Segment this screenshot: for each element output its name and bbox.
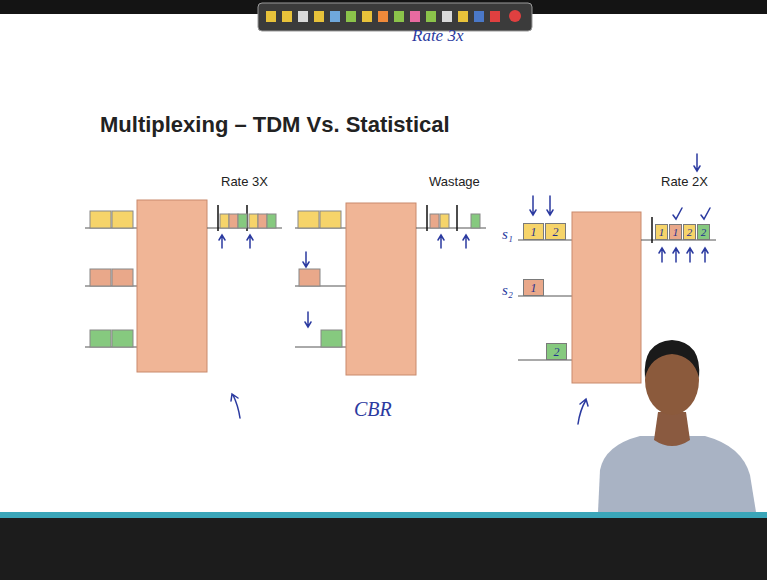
cbr-diagram: [295, 203, 486, 375]
pen-arrow: [659, 248, 665, 262]
pen-arrow: [578, 399, 588, 424]
tool-icon: [426, 11, 436, 22]
presenter-hair: [645, 340, 700, 378]
pen-arrow: [547, 196, 553, 215]
packet: [90, 330, 111, 347]
pen-arrow: [694, 154, 700, 171]
packet-box: 2: [546, 343, 567, 360]
tool-icon: [442, 11, 452, 22]
presenter-shirt: [598, 436, 756, 512]
tool-icon: [330, 11, 340, 22]
multiplexer: [137, 200, 207, 372]
pen-tick: [673, 208, 682, 219]
packet: [298, 211, 319, 228]
tdm-diagram: [85, 200, 282, 418]
tool-icon: [378, 11, 388, 22]
packet: [112, 269, 133, 286]
tool-icon: [298, 11, 308, 22]
packet-number: 1: [659, 227, 665, 238]
source-label: s₂: [502, 282, 513, 299]
packet-number: 1: [673, 227, 679, 238]
tool-icon: [509, 10, 521, 22]
pen-arrow: [231, 394, 240, 418]
packet: [112, 211, 133, 228]
tool-icon: [458, 11, 468, 22]
packet-number: 1: [531, 282, 537, 294]
multiplexer: [572, 212, 641, 383]
packet: [90, 211, 111, 228]
packet: [112, 330, 133, 347]
packet: [229, 214, 238, 228]
packet-number: 2: [701, 227, 707, 238]
pen-arrow: [303, 252, 309, 267]
pen-arrow: [687, 248, 693, 262]
toolbar-icons: [266, 10, 521, 22]
packet: [267, 214, 276, 228]
packet-box: 1: [523, 223, 544, 240]
tool-icon: [362, 11, 372, 22]
tool-icon: [474, 11, 484, 22]
source-label: s₁: [502, 226, 513, 243]
packet-number: 1: [531, 226, 537, 238]
toolbar: [258, 3, 532, 31]
packet: [299, 269, 320, 286]
packet-number: 2: [553, 226, 559, 238]
frame-bar: [217, 205, 219, 231]
tool-icon: [282, 11, 292, 22]
pen-tick: [701, 208, 710, 219]
packet: [220, 214, 229, 228]
statistical-diagram: [518, 154, 716, 424]
packet: [90, 269, 111, 286]
tool-icon: [490, 11, 500, 22]
packet: [258, 214, 267, 228]
pen-arrow: [530, 196, 536, 215]
frame-bar: [651, 217, 653, 243]
packet: [440, 214, 449, 228]
packet-box: 2: [697, 224, 710, 240]
pen-arrow: [305, 312, 311, 327]
packet-number: 2: [687, 227, 693, 238]
pen-arrow: [438, 235, 444, 248]
pen-arrow: [702, 248, 708, 262]
packet: [238, 214, 247, 228]
pen-arrow: [247, 235, 253, 248]
pen-arrow: [673, 248, 679, 262]
presenter-neck: [654, 412, 690, 446]
rate-label: Rate 2X: [661, 175, 708, 189]
packet: [321, 330, 342, 347]
packet: [430, 214, 439, 228]
packet: [471, 214, 480, 228]
presenter: [598, 340, 756, 512]
pen-marks: [219, 235, 253, 418]
tool-icon: [266, 11, 276, 22]
packet: [249, 214, 258, 228]
slide-title: Multiplexing – TDM Vs. Statistical: [100, 112, 450, 138]
tool-icon: [410, 11, 420, 22]
packet-box: 1: [669, 224, 682, 240]
pen-arrow: [463, 235, 469, 248]
tool-icon: [394, 11, 404, 22]
handwritten-note: CBR: [354, 398, 392, 420]
tool-icon: [346, 11, 356, 22]
tool-icon: [314, 11, 324, 22]
handwritten-note: Rate 3x: [412, 27, 463, 46]
bottom-bar: [0, 518, 767, 580]
frame-bar: [456, 205, 458, 231]
packet-box: 1: [523, 279, 544, 296]
packet-box: 2: [683, 224, 696, 240]
rate-label: Rate 3X: [221, 175, 268, 189]
packet-number: 2: [554, 346, 560, 358]
packet-box: 2: [545, 223, 566, 240]
packet: [320, 211, 341, 228]
pen-arrow: [219, 235, 225, 248]
frame-bar: [426, 205, 428, 231]
wastage-label: Wastage: [429, 175, 480, 189]
multiplexer: [346, 203, 416, 375]
packet-box: 1: [655, 224, 668, 240]
pen-marks: [530, 154, 710, 424]
pen-marks: [303, 235, 469, 327]
accent-line: [0, 512, 767, 518]
